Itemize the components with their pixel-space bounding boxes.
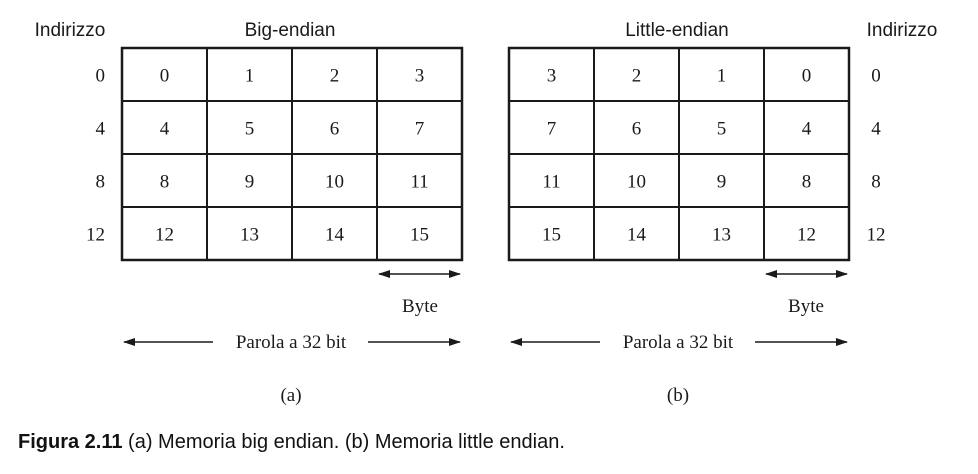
big-endian-byte-cell: 12: [155, 225, 174, 246]
address-label-right: 4: [871, 119, 881, 140]
little-endian-byte-cell: 7: [547, 119, 557, 140]
figure-caption: Figura 2.11 (a) Memoria big endian. (b) …: [18, 431, 565, 454]
little-endian-byte-cell: 5: [717, 119, 727, 140]
little-endian-byte-cell: 10: [627, 172, 646, 193]
address-label-left: 8: [96, 172, 106, 193]
address-header-left: Indirizzo: [35, 20, 106, 41]
address-label-right: 0: [871, 66, 881, 87]
big-endian-byte-cell: 15: [410, 225, 429, 246]
subfigure-label-b: (b): [667, 385, 689, 406]
big-endian-byte-cell: 0: [160, 66, 170, 87]
big-endian-byte-cell: 5: [245, 119, 255, 140]
big-endian-byte-cell: 11: [410, 172, 428, 193]
big-endian-byte-cell: 14: [325, 225, 345, 246]
big-endian-byte-cell: 6: [330, 119, 340, 140]
address-label-left: 0: [96, 66, 106, 87]
big-endian-header: Big-endian: [245, 20, 336, 41]
little-endian-byte-cell: 6: [632, 119, 642, 140]
address-label-right: 8: [871, 172, 881, 193]
little-endian-header: Little-endian: [625, 20, 729, 41]
little-endian-byte-cell: 3: [547, 66, 557, 87]
big-endian-byte-cell: 1: [245, 66, 255, 87]
little-endian-byte-label: Byte: [788, 296, 824, 317]
little-endian-byte-cell: 9: [717, 172, 727, 193]
big-endian-byte-cell: 2: [330, 66, 340, 87]
big-endian-byte-cell: 7: [415, 119, 425, 140]
big-endian-byte-cell: 9: [245, 172, 255, 193]
big-endian-word-label: Parola a 32 bit: [236, 332, 347, 353]
address-label-right: 12: [867, 225, 886, 246]
subfigure-label-a: (a): [280, 385, 301, 406]
address-label-left: 12: [86, 225, 105, 246]
big-endian-byte-cell: 10: [325, 172, 344, 193]
caption-text: (a) Memoria big endian. (b) Memoria litt…: [122, 431, 565, 453]
big-endian-byte-cell: 3: [415, 66, 425, 87]
caption-label: Figura 2.11: [18, 431, 123, 453]
little-endian-byte-cell: 15: [542, 225, 561, 246]
address-label-left: 4: [96, 119, 106, 140]
big-endian-byte-cell: 4: [160, 119, 170, 140]
little-endian-byte-cell: 4: [802, 119, 812, 140]
little-endian-byte-cell: 0: [802, 66, 812, 87]
little-endian-word-label: Parola a 32 bit: [623, 332, 734, 353]
little-endian-byte-cell: 2: [632, 66, 642, 87]
little-endian-byte-cell: 1: [717, 66, 727, 87]
little-endian-byte-cell: 14: [627, 225, 647, 246]
little-endian-byte-cell: 13: [712, 225, 731, 246]
little-endian-byte-cell: 12: [797, 225, 816, 246]
big-endian-byte-label: Byte: [402, 296, 438, 317]
little-endian-byte-cell: 11: [542, 172, 560, 193]
little-endian-byte-cell: 8: [802, 172, 812, 193]
right-address-column: 0 4 8 12: [867, 66, 886, 246]
left-address-column: 0 4 8 12: [86, 66, 106, 246]
big-endian-byte-cell: 13: [240, 225, 259, 246]
big-endian-byte-cell: 8: [160, 172, 170, 193]
address-header-right: Indirizzo: [867, 20, 938, 41]
